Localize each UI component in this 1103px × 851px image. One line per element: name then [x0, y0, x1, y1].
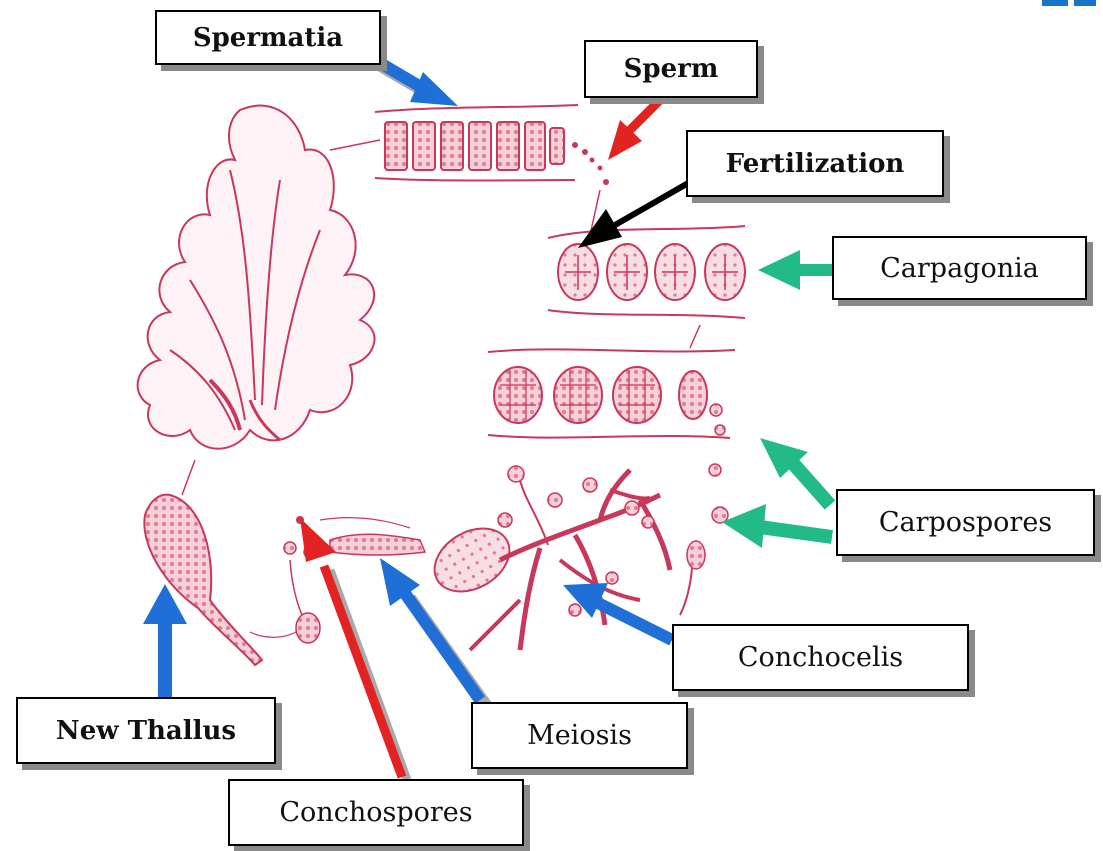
released-carpospores: [687, 404, 728, 569]
label-carpospores: Carpospores: [836, 489, 1095, 556]
fertilization-arrow-shaft: [615, 182, 690, 225]
corner-decoration-right: [1074, 0, 1096, 6]
label-meiosis: Meiosis: [471, 702, 688, 769]
connector-thallus-new-thallus: [182, 460, 195, 495]
label-new-thallus: New Thallus: [16, 697, 276, 764]
meiosis-arrow-shaft: [404, 592, 480, 700]
label-sperm: Sperm: [584, 40, 758, 98]
spermatia-arrow-head: [410, 72, 458, 106]
carpagonia-arrow-head: [758, 250, 800, 290]
fertilization-arrow-head: [578, 209, 622, 248]
germling-cell: [296, 613, 320, 643]
label-spermatia: Spermatia: [155, 10, 381, 65]
connector-thallus-spermatia: [330, 140, 380, 150]
carpospores-lower-arrow-shaft: [760, 527, 832, 537]
carpogonia-illustration: [548, 226, 745, 318]
carpospores-lower-arrow-head: [722, 504, 766, 548]
corner-decoration-left: [1042, 0, 1068, 6]
sperm-arrow-shaft: [630, 100, 660, 130]
connector-germling-new-thallus: [250, 632, 296, 637]
carpospore-strip-illustration: [488, 349, 735, 438]
conchospore-filament: [320, 518, 410, 528]
label-conchospores: Conchospores: [228, 779, 524, 846]
spermatia-illustration: [375, 105, 578, 181]
label-carpagonia: Carpagonia: [832, 236, 1087, 300]
label-conchocelis: Conchocelis: [672, 624, 969, 691]
sperm-cells: [572, 142, 609, 185]
carpospores-upper-arrow-shaft: [790, 460, 830, 505]
label-fertilization: Fertilization: [686, 130, 944, 197]
conchocelis-arrow-shaft: [596, 602, 672, 640]
carpospore-germ-tube: [680, 568, 692, 615]
connector-carpogonia-carpospores: [690, 325, 700, 348]
thallus-illustration: [138, 106, 375, 449]
